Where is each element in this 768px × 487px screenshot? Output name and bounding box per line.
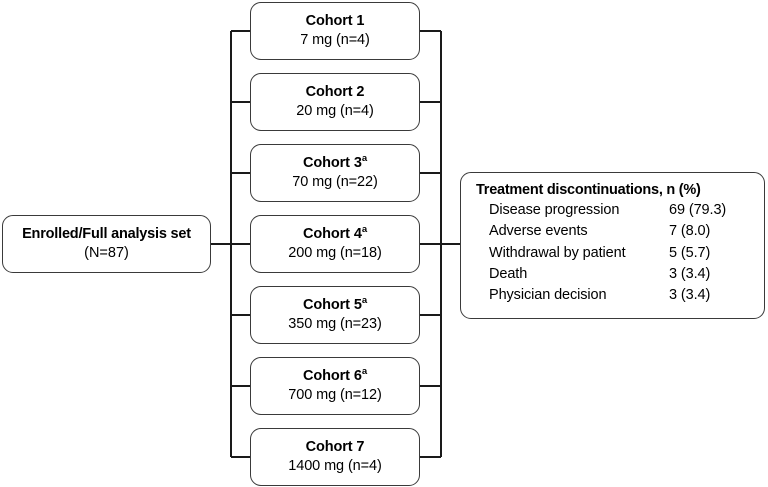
discontinuation-value: 3 (3.4) xyxy=(669,287,711,304)
cohort-footnote-marker: a xyxy=(361,366,367,378)
discontinuation-row: Death 3 (3.4) xyxy=(476,264,710,285)
cohort-dose: 1400 mg (n=4) xyxy=(288,458,382,474)
discontinuation-label: Withdrawal by patient xyxy=(489,244,626,261)
cohort-title: Cohort 4a xyxy=(303,224,367,242)
enrolled-full-analysis-set-box: Enrolled/Full analysis set (N=87) xyxy=(2,215,211,273)
cohort-box-7: Cohort 7 1400 mg (n=4) xyxy=(250,428,420,486)
cohort-dose: 350 mg (n=23) xyxy=(288,316,382,332)
cohort-footnote-marker: a xyxy=(361,224,367,236)
cohort-title: Cohort 1 xyxy=(305,12,365,29)
cohort-dose: 200 mg (n=18) xyxy=(288,245,382,261)
enrolled-title: Enrolled/Full analysis set xyxy=(22,225,191,242)
cohort-footnote-marker: a xyxy=(361,295,367,307)
cohort-title: Cohort 6a xyxy=(303,366,367,384)
discontinuation-label: Physician decision xyxy=(489,287,607,304)
cohort-box-1: Cohort 1 7 mg (n=4) xyxy=(250,2,420,60)
discontinuation-row: Physician decision 3 (3.4) xyxy=(476,285,710,306)
cohort-box-6: Cohort 6a 700 mg (n=12) xyxy=(250,357,420,415)
discontinuation-label: Disease progression xyxy=(489,202,620,219)
discontinuation-value: 7 (8.0) xyxy=(669,223,711,240)
cohort-box-4: Cohort 4a 200 mg (n=18) xyxy=(250,215,420,273)
discontinuation-label: Adverse events xyxy=(489,223,588,240)
cohort-dose: 700 mg (n=12) xyxy=(288,387,382,403)
cohort-footnote-marker: a xyxy=(361,153,367,165)
cohort-box-2: Cohort 2 20 mg (n=4) xyxy=(250,73,420,131)
discontinuation-row: Adverse events 7 (8.0) xyxy=(476,221,710,242)
cohort-title: Cohort 7 xyxy=(305,438,365,455)
discontinuation-row: Withdrawal by patient 5 (5.7) xyxy=(476,243,710,264)
discontinuation-value: 3 (3.4) xyxy=(669,266,711,283)
enrolled-subtitle: (N=87) xyxy=(84,245,129,261)
cohort-box-5: Cohort 5a 350 mg (n=23) xyxy=(250,286,420,344)
treatment-discontinuations-box: Treatment discontinuations, n (%) Diseas… xyxy=(460,172,765,319)
cohort-box-3: Cohort 3a 70 mg (n=22) xyxy=(250,144,420,202)
discontinuation-row: Disease progression 69 (79.3) xyxy=(476,200,726,221)
discontinuations-header: Treatment discontinuations, n (%) xyxy=(476,182,701,198)
discontinuation-value: 69 (79.3) xyxy=(669,202,727,219)
discontinuation-label: Death xyxy=(489,266,528,283)
cohort-title: Cohort 3a xyxy=(303,153,367,171)
discontinuation-value: 5 (5.7) xyxy=(669,244,711,261)
cohort-dose: 20 mg (n=4) xyxy=(296,103,374,119)
cohort-dose: 70 mg (n=22) xyxy=(292,174,378,190)
cohort-title: Cohort 2 xyxy=(305,83,365,100)
cohort-title: Cohort 5a xyxy=(303,295,367,313)
cohort-dose: 7 mg (n=4) xyxy=(300,32,370,48)
